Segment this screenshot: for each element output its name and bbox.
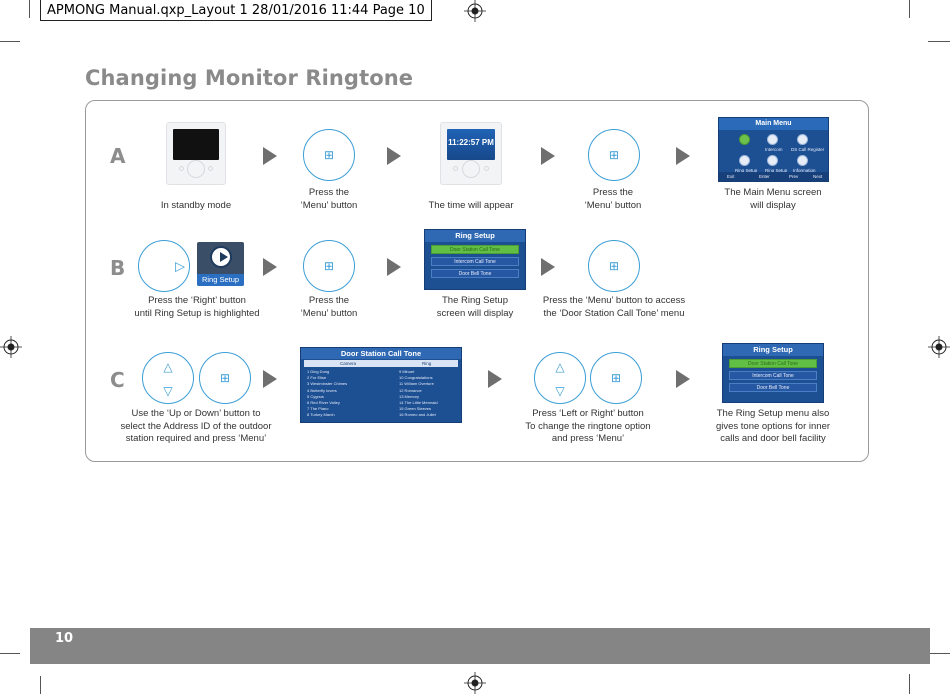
step-arrow	[541, 258, 555, 276]
menu-icon: ⊞	[323, 259, 335, 273]
crop-mark-bottom-right-v	[909, 674, 910, 694]
monitor-time-image: 11:22:57 PM	[440, 122, 502, 185]
ring-icon	[739, 155, 750, 166]
menu-button-illustration: ⊞	[588, 129, 640, 181]
register-icon	[767, 134, 778, 145]
crop-mark-top-right-v	[909, 0, 910, 18]
information-icon	[797, 155, 808, 166]
menu-button-illustration: ⊞	[590, 352, 642, 404]
row-letter-c: C	[110, 368, 125, 392]
right-arrow-icon: ▷	[175, 258, 185, 274]
print-slug: APMONG Manual.qxp_Layout 1 28/01/2016 11…	[40, 0, 432, 21]
menu-button-illustration: ⊞	[588, 240, 640, 292]
crop-mark-bottom-left-h	[0, 653, 20, 654]
step-arrow	[263, 147, 277, 165]
registration-mark-icon	[464, 0, 486, 22]
left-right-button-illustration: △ ▽	[534, 352, 586, 404]
caption-a1: In standby mode	[160, 200, 232, 211]
step-arrow	[676, 370, 690, 388]
row-letter-b: B	[110, 256, 126, 280]
step-arrow	[263, 258, 277, 276]
main-menu-screen-image: Main Menu Intercom DS Call Register Ring…	[718, 117, 829, 182]
menu-button-illustration: ⊞	[199, 352, 251, 404]
up-arrow-icon: △	[163, 360, 173, 374]
crop-mark-top-left-v	[29, 0, 30, 18]
caption-b2: Press the‘Menu’ button	[300, 295, 358, 319]
caption-a3: The time will appear	[428, 200, 514, 211]
intercom-icon	[739, 134, 750, 145]
call-register-icon	[797, 134, 808, 145]
up-arrow-icon: △	[555, 360, 565, 374]
ring-setup-screen-image: Ring Setup Door Station Call Tone Interc…	[722, 343, 824, 403]
right-button-illustration: ▷	[138, 240, 190, 292]
caption-a4: Press the‘Menu’ button	[584, 187, 642, 211]
step-arrow	[541, 147, 555, 165]
step-arrow	[387, 258, 401, 276]
tone-list-left: 1 Ding Dong 2 For Elise 3 Westminster Ch…	[307, 369, 348, 418]
monitor-standby-image	[166, 122, 226, 185]
menu-icon: ⊞	[608, 148, 620, 162]
crop-mark-top-right-h	[928, 41, 950, 42]
down-arrow-icon: ▽	[163, 384, 173, 398]
menu-icon: ⊞	[219, 371, 231, 385]
tone-list-right: 9 Minuet 10 Congratulations 11 William O…	[399, 369, 438, 418]
ring-setup-screen-image: Ring Setup Door Station Call Tone Interc…	[424, 229, 526, 290]
menu-button-illustration: ⊞	[303, 240, 355, 292]
step-arrow	[387, 147, 401, 165]
menu-icon: ⊞	[323, 148, 335, 162]
ring-setup-tile-image: Ring Setup	[197, 242, 244, 286]
crop-mark-bottom-left-v	[40, 676, 41, 694]
step-arrow	[488, 370, 502, 388]
main-menu-footer: Exit Enter Prev Next	[719, 172, 828, 181]
page-title: Changing Monitor Ringtone	[85, 66, 414, 90]
caption-a2: Press the‘Menu’ button	[300, 187, 358, 211]
step-arrow	[676, 147, 690, 165]
menu-button-illustration: ⊞	[303, 129, 355, 181]
registration-mark-icon	[0, 336, 22, 358]
up-down-button-illustration: △ ▽	[142, 352, 194, 404]
menu-icon: ⊞	[608, 259, 620, 273]
crop-mark-bottom-right-h	[928, 653, 950, 654]
ring-setup-icon	[767, 155, 778, 166]
down-arrow-icon: ▽	[555, 384, 565, 398]
registration-mark-icon	[928, 336, 950, 358]
door-station-call-tone-screen-image: Door Station Call Tone Camera Ring 1 Din…	[300, 347, 462, 423]
instruction-panel	[85, 100, 869, 462]
crop-mark-top-left-h	[0, 41, 20, 42]
menu-icon: ⊞	[610, 371, 622, 385]
row-letter-a: A	[110, 144, 126, 168]
registration-mark-icon	[464, 672, 486, 694]
step-arrow	[263, 370, 277, 388]
page-number: 10	[55, 631, 74, 646]
footer-bar: 10	[30, 628, 930, 664]
